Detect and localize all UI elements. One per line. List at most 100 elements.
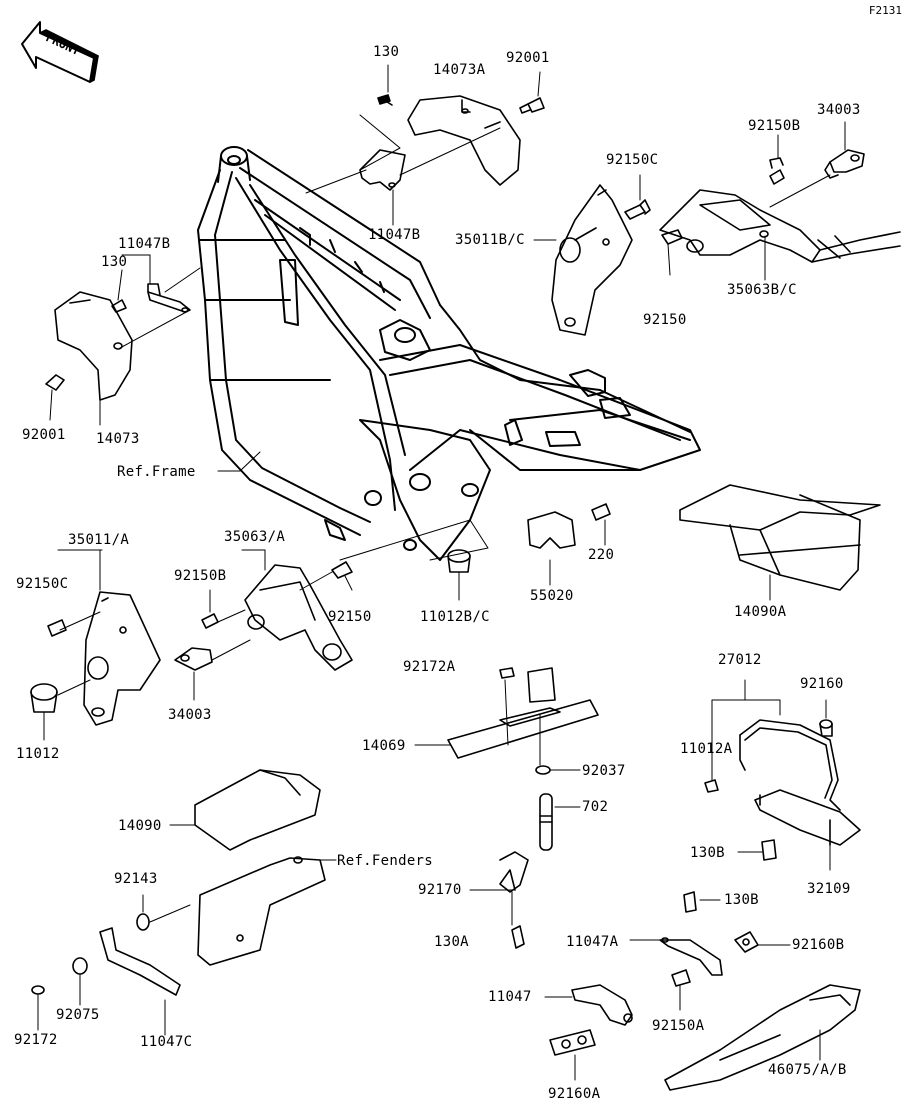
diagram-code: F2131 xyxy=(868,4,902,17)
label-92150C-top: 92150C xyxy=(606,152,659,168)
label-92143: 92143 xyxy=(114,871,158,887)
damper-92160B xyxy=(734,931,791,953)
label-35063A: 35063/A xyxy=(224,529,286,545)
label-130A: 130A xyxy=(434,934,469,950)
label-220: 220 xyxy=(588,547,615,563)
bolt-92150-mid xyxy=(299,561,353,591)
bolt-130B-a xyxy=(737,839,777,861)
label-92172A: 92172A xyxy=(403,659,456,675)
label-14090A: 14090A xyxy=(734,604,787,620)
bracket-11047 xyxy=(544,984,633,1026)
label-92150C-left: 92150C xyxy=(16,576,69,592)
cover-14073 xyxy=(54,291,133,401)
bolt-92150B-top xyxy=(769,134,785,185)
grommet-11012BC xyxy=(447,549,471,601)
frame-drawing xyxy=(197,146,701,561)
grommet-11012 xyxy=(30,679,91,741)
holder-32109 xyxy=(754,789,861,871)
leader-ref-frame xyxy=(217,451,261,472)
screw-92172 xyxy=(31,985,45,1031)
front-arrow-icon: FRONT xyxy=(21,21,99,83)
leader-11012BC xyxy=(339,519,489,561)
label-92160: 92160 xyxy=(800,676,844,692)
bolt-92001-top xyxy=(519,71,545,114)
grommet-92075 xyxy=(72,957,88,1006)
label-92172: 92172 xyxy=(14,1032,58,1048)
battery-box xyxy=(197,856,337,966)
label-ref-fenders: Ref.Fenders xyxy=(337,853,434,869)
bolt-92001-left xyxy=(45,374,65,391)
label-92001-left: 92001 xyxy=(22,427,66,443)
grommet-11012A xyxy=(704,779,719,793)
label-35011BC: 35011B/C xyxy=(455,232,525,248)
label-11047B-top: 11047B xyxy=(368,227,421,243)
label-702: 702 xyxy=(582,799,609,815)
bolt-92150C-left xyxy=(47,619,67,637)
bolt-130-top xyxy=(377,64,393,106)
label-92075: 92075 xyxy=(56,1007,100,1023)
bolt-92150C-top xyxy=(624,174,651,220)
label-92001-top: 92001 xyxy=(506,50,550,66)
bracket-11047A xyxy=(629,937,723,976)
label-55020: 55020 xyxy=(530,588,574,604)
bolt-130-left xyxy=(111,299,127,313)
tray-14069 xyxy=(414,667,599,759)
label-46075AB: 46075/A/B xyxy=(768,1062,847,1078)
label-34003-mid: 34003 xyxy=(168,707,212,723)
plate-35011A xyxy=(57,549,161,726)
bracket-35063BC xyxy=(659,189,901,263)
label-11012: 11012 xyxy=(16,746,60,762)
label-130-top: 130 xyxy=(373,44,400,60)
label-11047: 11047 xyxy=(488,989,532,1005)
label-92150-mid: 92150 xyxy=(328,609,372,625)
pin-702 xyxy=(539,793,581,851)
cover-14073A xyxy=(407,95,521,186)
label-ref-frame: Ref.Frame xyxy=(117,464,196,480)
clip-92037 xyxy=(535,714,581,775)
part-34003-top xyxy=(824,121,865,179)
label-92160A: 92160A xyxy=(548,1086,601,1102)
label-32109: 32109 xyxy=(807,881,851,897)
label-92170: 92170 xyxy=(418,882,462,898)
bracket-11047C xyxy=(99,927,181,1036)
label-92160B: 92160B xyxy=(792,937,845,953)
part-34003-mid xyxy=(174,639,251,701)
label-11047B-left: 11047B xyxy=(118,236,171,252)
label-11047A: 11047A xyxy=(566,934,619,950)
collar-92143 xyxy=(136,894,191,931)
label-92150B-mid: 92150B xyxy=(174,568,227,584)
label-92037: 92037 xyxy=(582,763,626,779)
label-11047C: 11047C xyxy=(140,1034,193,1050)
label-130-left: 130 xyxy=(101,254,128,270)
bolt-130B-b xyxy=(683,891,721,913)
label-34003-top: 34003 xyxy=(817,102,861,118)
label-14090: 14090 xyxy=(118,818,162,834)
label-92150-right: 92150 xyxy=(643,312,687,328)
label-35011A: 35011/A xyxy=(68,532,130,548)
label-92150B-top: 92150B xyxy=(748,118,801,134)
label-14069: 14069 xyxy=(362,738,406,754)
label-27012: 27012 xyxy=(718,652,762,668)
label-130B-b: 130B xyxy=(724,892,759,908)
cover-14090 xyxy=(169,769,321,851)
bolt-130A xyxy=(511,925,525,949)
clamp-55020 xyxy=(527,511,576,586)
label-11012BC: 11012B/C xyxy=(420,609,490,625)
bracket-11047B-left xyxy=(119,254,201,349)
bracket-11047B-top xyxy=(359,114,406,226)
label-130B-a: 130B xyxy=(690,845,725,861)
label-35063BC: 35063B/C xyxy=(727,282,797,298)
bolt-92150-right xyxy=(661,229,683,276)
cable-27012 xyxy=(711,679,841,811)
clip-92170 xyxy=(469,851,529,926)
plate-35011BC xyxy=(551,184,633,336)
label-14073A: 14073A xyxy=(433,62,486,78)
label-11012A: 11012A xyxy=(680,741,733,757)
cap-92160 xyxy=(819,719,833,729)
case-14090A xyxy=(679,484,881,601)
damper-92160A xyxy=(549,1029,596,1081)
screw-92172A xyxy=(499,667,515,679)
bolt-92150B-mid xyxy=(201,589,246,629)
